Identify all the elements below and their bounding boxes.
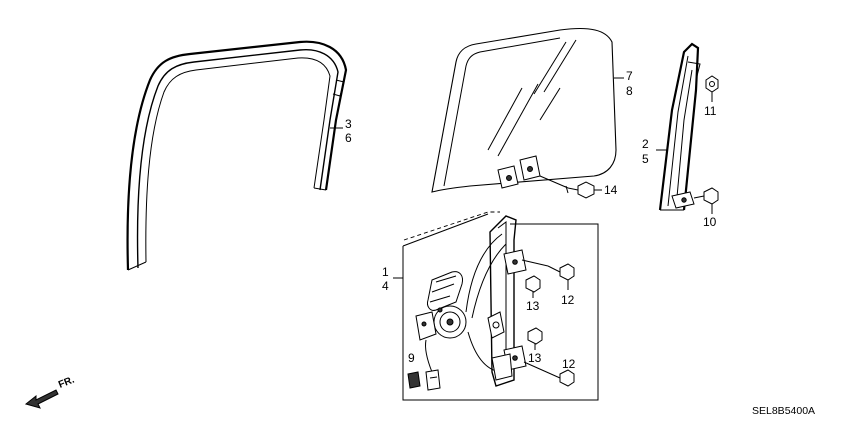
callout-11: 11 <box>704 104 717 118</box>
callout-9: 9 <box>408 351 415 365</box>
door-run-channel <box>126 40 348 271</box>
regulator-kit-outline <box>403 211 500 241</box>
callout-7: 7 <box>626 69 633 83</box>
leader-14-a <box>539 175 569 189</box>
diagram-code: SEL8B5400A <box>752 405 815 417</box>
bolt-12-lower <box>523 361 575 387</box>
door-glass <box>431 27 617 193</box>
nut-11 <box>705 75 719 93</box>
callout-12-lower: 12 <box>562 357 576 371</box>
callout-1: 1 <box>382 265 389 279</box>
callout-3: 3 <box>345 117 352 131</box>
direction-label: FR. <box>57 374 76 390</box>
center-sash <box>658 42 701 211</box>
regulator-bracket <box>402 223 599 401</box>
callout-4: 4 <box>382 279 389 293</box>
bolt-13-lower <box>527 327 543 350</box>
callout-2: 2 <box>642 137 649 151</box>
clip-9 <box>407 371 421 389</box>
callout-10: 10 <box>703 215 717 229</box>
callout-5: 5 <box>642 152 649 166</box>
bolt-13-upper <box>525 275 541 298</box>
callout-6: 6 <box>345 131 352 145</box>
callout-8: 8 <box>626 84 633 98</box>
regulator-motor <box>415 271 467 391</box>
bolt-10 <box>693 187 719 205</box>
callout-14: 14 <box>604 183 618 197</box>
callout-13-upper: 13 <box>526 299 540 313</box>
window-regulator <box>465 215 527 387</box>
callout-12-upper: 12 <box>561 293 575 307</box>
bolt-12-upper <box>521 259 575 281</box>
bolt-14 <box>565 181 595 199</box>
front-direction-arrow <box>24 389 59 409</box>
callout-13-lower: 13 <box>528 351 542 365</box>
